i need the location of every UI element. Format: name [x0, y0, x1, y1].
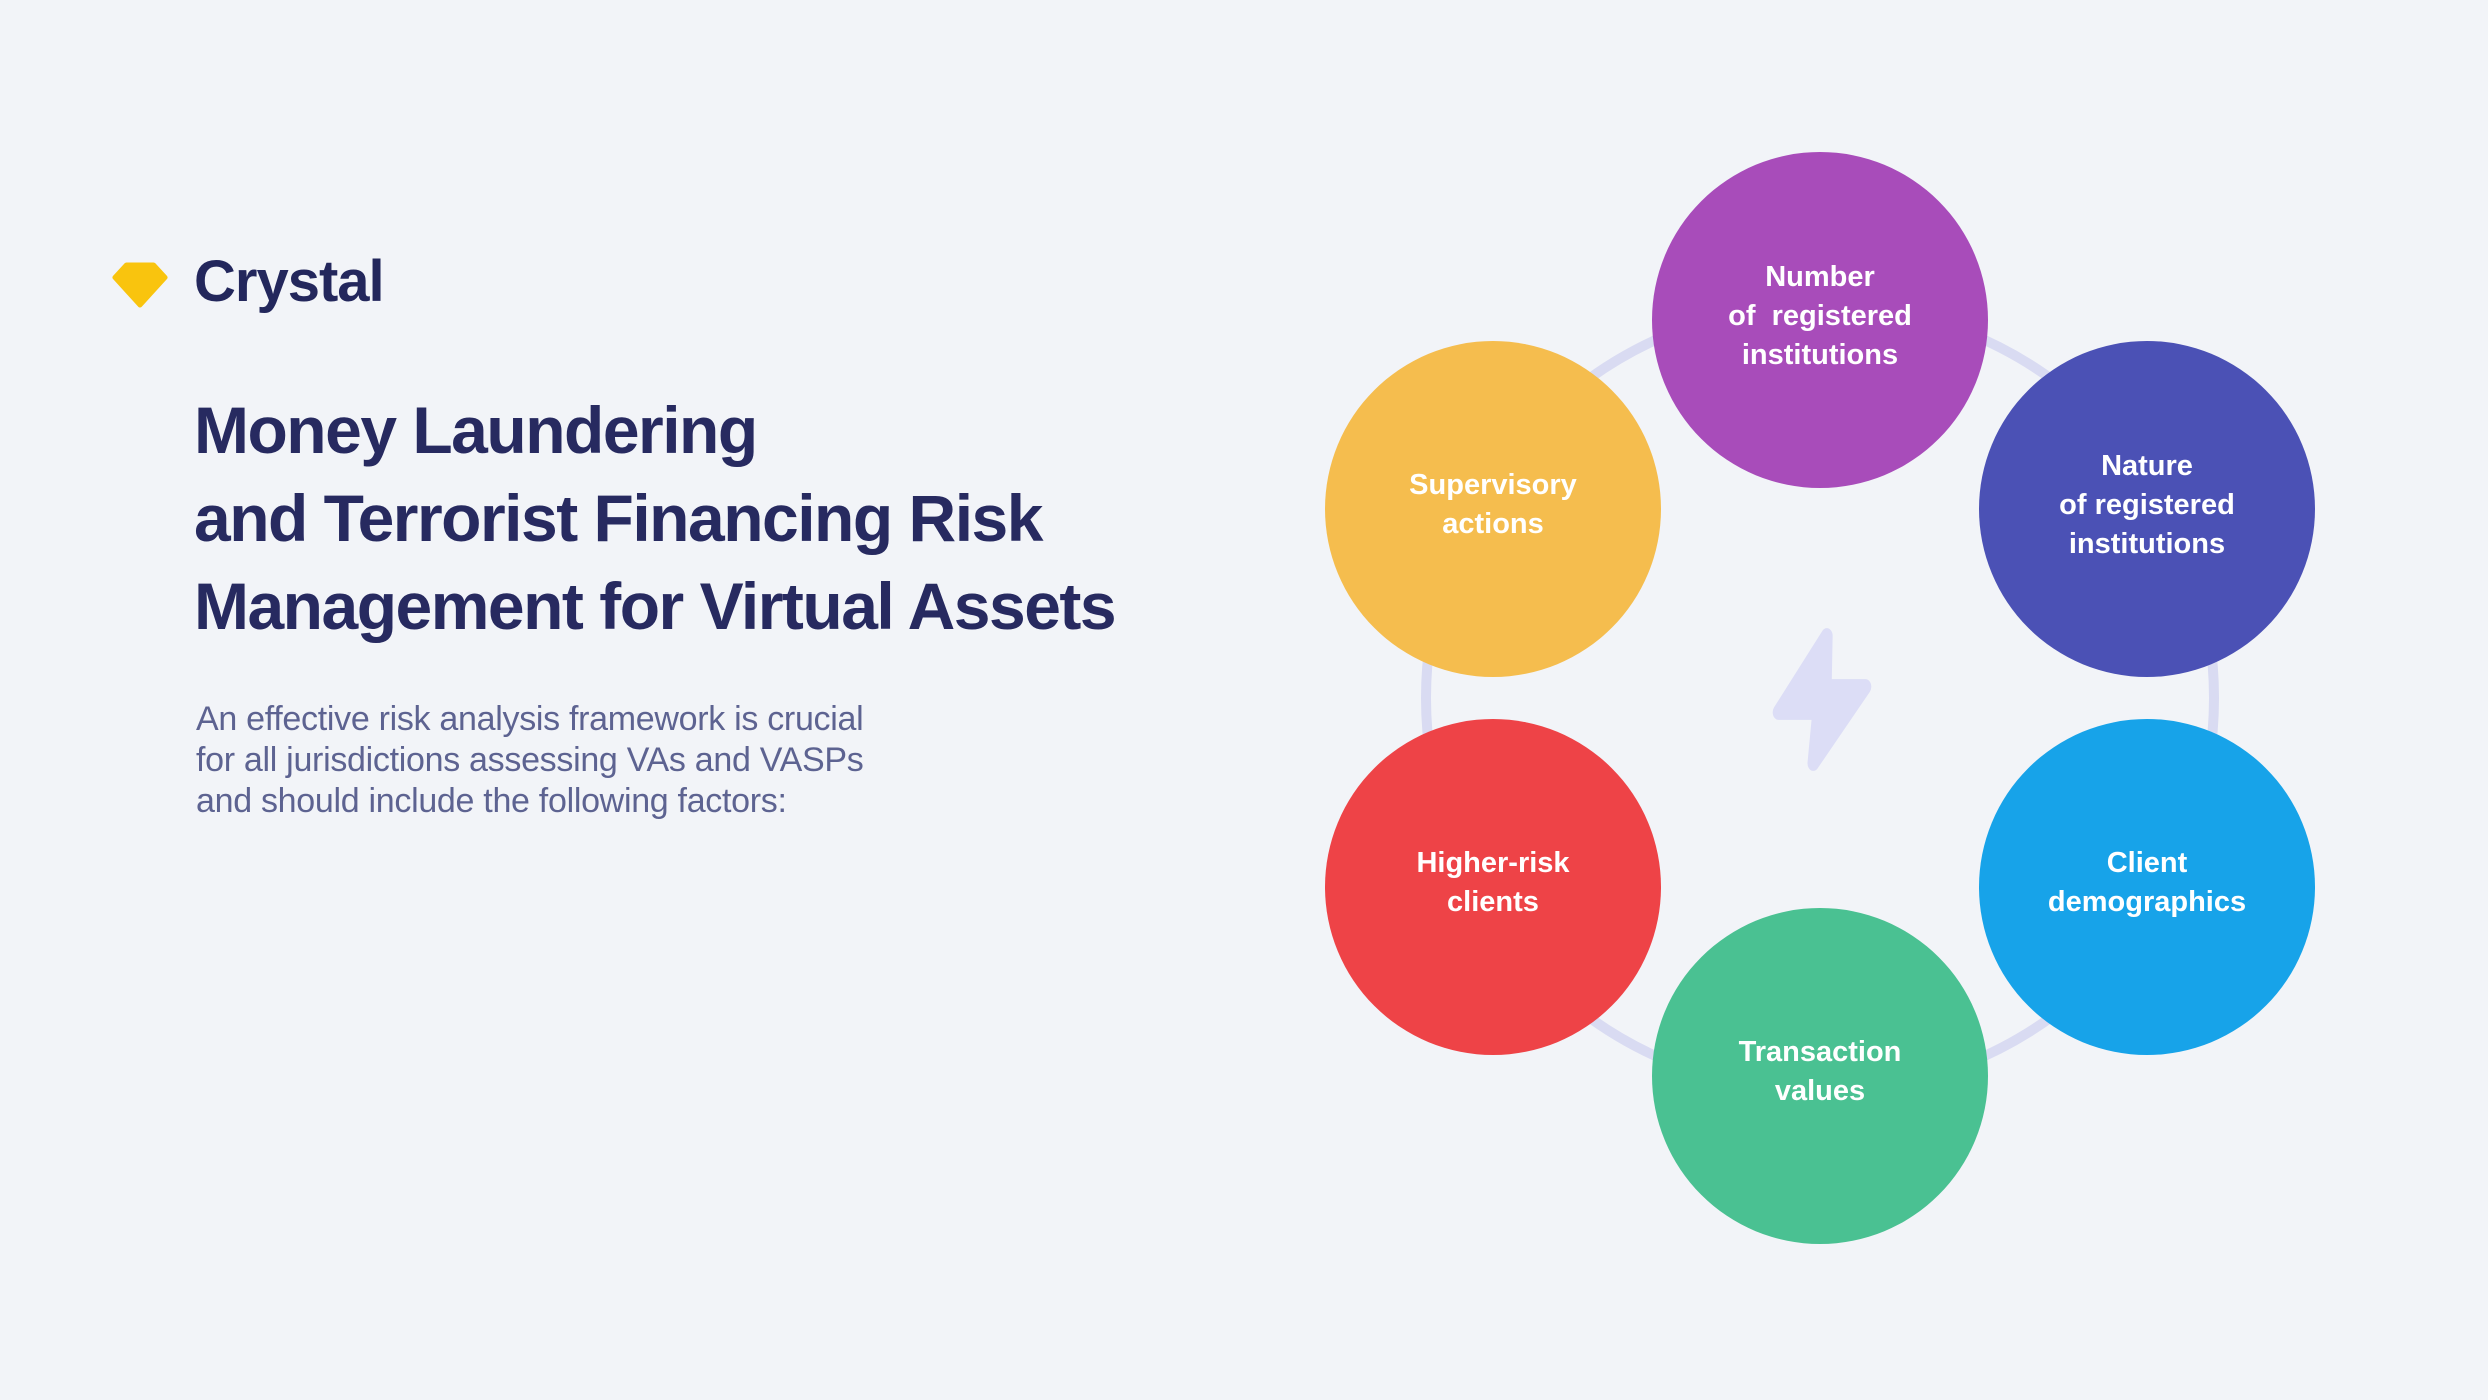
subtitle-line: and should include the following factors… [196, 782, 787, 820]
factor-label-line: demographics [2047, 886, 2247, 918]
factor-label: Number of registered institutions [1728, 258, 1912, 375]
factor-circle-supervisory-actions: Supervisory actions [1325, 341, 1661, 677]
factor-label: Higher-risk clients [1416, 844, 1569, 922]
factor-label-line: Client [2106, 847, 2188, 879]
factor-circle-nature-of-registered-institutions: Nature of registered institutions [1979, 341, 2315, 677]
title-line: and Terrorist Financing Risk [194, 481, 1043, 555]
factor-circle-higher-risk-clients: Higher-risk clients [1325, 719, 1661, 1055]
factor-label-line: actions [1442, 508, 1544, 540]
factor-label-line: Supervisory [1409, 469, 1577, 501]
factor-label: Client demographics [2048, 844, 2246, 922]
page-title: Money Laundering and Terrorist Financing… [194, 386, 1117, 650]
factor-circle-number-of-registered-institutions: Number of registered institutions [1652, 152, 1988, 488]
factor-label-line: of registered [1728, 299, 1912, 332]
factor-label: Nature of registered institutions [2059, 447, 2235, 564]
lightning-bolt-icon [1772, 628, 1872, 771]
diamond-gem-icon [112, 262, 168, 308]
factor-label-line: Higher-risk [1416, 847, 1570, 879]
logo-wordmark: Crystal [194, 249, 385, 314]
title-line: Money Laundering [194, 393, 758, 467]
factor-label-line: values [1774, 1075, 1866, 1107]
subtitle-line: for all jurisdictions assessing VAs and … [196, 741, 864, 779]
factor-label-line: Number [1765, 260, 1875, 293]
factor-label-line: Nature [2101, 449, 2193, 482]
factor-circle-client-demographics: Client demographics [1979, 719, 2315, 1055]
page-subtitle: An effective risk analysis framework is … [196, 699, 864, 822]
factor-label: Supervisory actions [1409, 466, 1577, 544]
factor-label: Transaction values [1739, 1033, 1902, 1111]
subtitle-line: An effective risk analysis framework is … [196, 700, 864, 738]
factor-circle-transaction-values: Transaction values [1652, 908, 1988, 1244]
factor-label-line: institutions [2068, 527, 2226, 560]
title-line: Management for Virtual Assets [194, 569, 1117, 643]
factor-label-line: of registered [2059, 488, 2235, 521]
factor-label-line: institutions [1741, 338, 1899, 371]
factor-label-line: Transaction [1738, 1036, 1902, 1068]
factor-label-line: clients [1447, 886, 1539, 918]
